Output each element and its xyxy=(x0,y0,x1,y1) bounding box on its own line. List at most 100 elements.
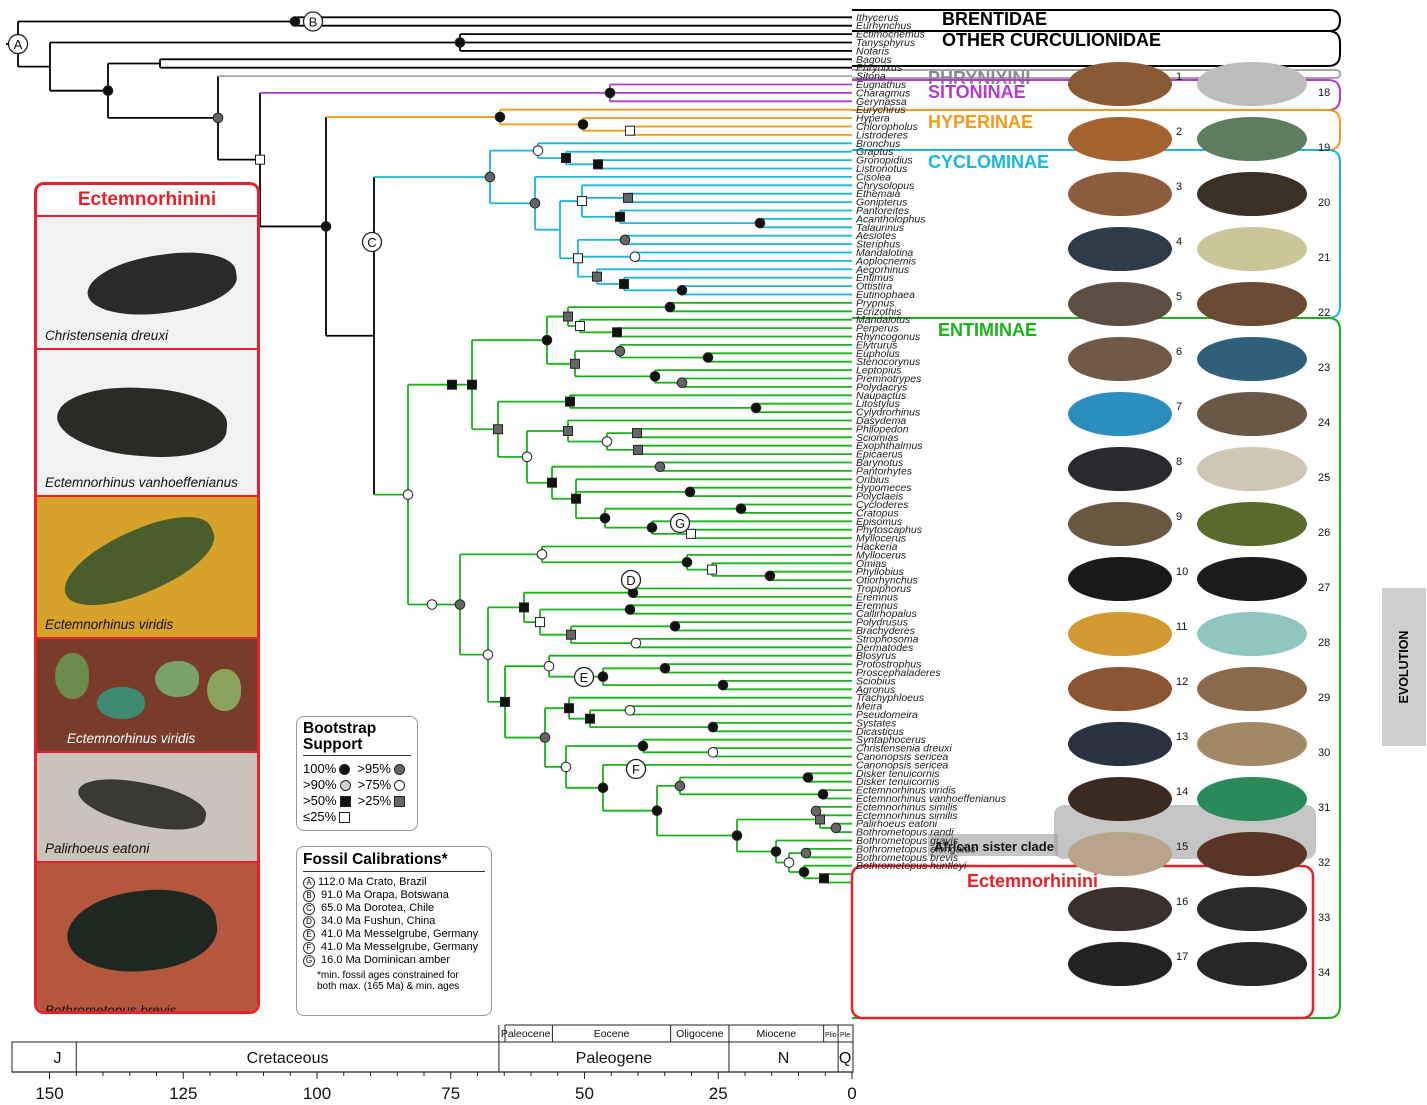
beetle-photo xyxy=(1068,62,1172,106)
calibration-node-label: D xyxy=(626,573,635,588)
time-tick-label: 125 xyxy=(169,1084,197,1103)
beetle-photo xyxy=(1197,447,1307,491)
photo-number: 19 xyxy=(1318,142,1330,154)
epoch-label: Miocene xyxy=(756,1028,796,1040)
clade-label: BRENTIDAE xyxy=(942,9,1047,29)
photo-number: 17 xyxy=(1176,951,1188,963)
beetle-photo xyxy=(1068,887,1172,931)
legend-label: ≤25% xyxy=(303,809,336,825)
section-label: EVOLUTION xyxy=(1397,631,1411,704)
support-square xyxy=(586,714,595,723)
support-circle xyxy=(533,146,543,156)
photo-number: 14 xyxy=(1176,786,1188,798)
support-circle xyxy=(625,706,635,716)
beetle-photo xyxy=(1197,392,1307,436)
clade-bracket xyxy=(852,10,1340,31)
legend-label: >25% xyxy=(358,793,392,809)
period-label: Cretaceous xyxy=(247,1050,329,1067)
circle-symbol xyxy=(394,764,405,775)
support-square xyxy=(562,154,571,163)
support-circle xyxy=(403,490,413,500)
support-square xyxy=(620,280,629,289)
support-circle xyxy=(755,218,765,228)
support-circle xyxy=(708,748,718,758)
photo-caption: Christensenia dreuxi xyxy=(45,328,168,343)
support-square xyxy=(687,529,696,538)
support-circle xyxy=(540,733,550,743)
support-square xyxy=(501,697,510,706)
fossil-calibrations-legend: Fossil Calibrations* A112.0 Ma Crato, Br… xyxy=(296,846,492,1016)
beetle-photo xyxy=(1068,172,1172,216)
epoch-label: Paleocene xyxy=(501,1028,551,1040)
photo-number: 10 xyxy=(1176,566,1188,578)
clade-label: OTHER CURCULIONIDAE xyxy=(942,30,1161,50)
support-circle xyxy=(290,17,300,27)
fossil-text: 112.0 Ma Crato, Brazil xyxy=(318,876,427,888)
photo-number: 33 xyxy=(1318,912,1330,924)
photo-number: 20 xyxy=(1318,197,1330,209)
support-circle xyxy=(799,867,809,877)
clade-label: Ectemnorhinini xyxy=(967,871,1098,891)
photo-number: 1 xyxy=(1176,71,1182,83)
beetle-photo xyxy=(1197,227,1307,271)
support-square xyxy=(566,397,575,406)
period-label: Paleogene xyxy=(576,1050,653,1067)
legend-row: ≤25% xyxy=(303,809,411,825)
support-circle xyxy=(561,762,571,772)
photo-caption: Ectemnorhinus viridis xyxy=(45,617,173,632)
legend-row: >50%>25% xyxy=(303,793,411,809)
fossil-title: Fossil Calibrations* xyxy=(303,851,485,872)
photo-number: 16 xyxy=(1176,896,1188,908)
photo-number: 22 xyxy=(1318,307,1330,319)
time-tick-label: 100 xyxy=(303,1084,331,1103)
photo-number: 25 xyxy=(1318,472,1330,484)
photo-number: 32 xyxy=(1318,857,1330,869)
time-tick-label: 25 xyxy=(709,1084,728,1103)
beetle-image xyxy=(84,245,241,323)
beetle-photo xyxy=(1197,722,1307,766)
support-circle xyxy=(495,112,505,122)
support-circle xyxy=(801,848,811,858)
period-band xyxy=(12,1042,853,1072)
photo-number: 7 xyxy=(1176,401,1182,413)
support-square xyxy=(576,322,585,331)
beetle-photo xyxy=(1068,227,1172,271)
photo-number: 29 xyxy=(1318,692,1330,704)
fossil-text: 65.0 Ma Dorotea, Chile xyxy=(318,902,434,914)
fossil-text: 41.0 Ma Messelgrube, Germany xyxy=(318,928,478,940)
legend-label: >75% xyxy=(358,777,392,793)
support-circle xyxy=(631,638,641,648)
beetle-photo xyxy=(1068,557,1172,601)
photo-number: 34 xyxy=(1318,967,1330,979)
support-circle xyxy=(578,120,588,130)
photo-number: 28 xyxy=(1318,637,1330,649)
support-square xyxy=(634,445,643,454)
photo-caption: Ectemnorhinus viridis xyxy=(67,731,195,746)
support-square xyxy=(572,494,581,503)
beetle-photo xyxy=(1197,667,1307,711)
support-square xyxy=(571,359,580,368)
photo-number: 9 xyxy=(1176,511,1182,523)
beetle-image xyxy=(155,661,199,697)
circle-symbol xyxy=(394,780,405,791)
fossil-note: *min. fossil ages constrained forboth ma… xyxy=(303,970,485,992)
panel-title: Ectemnorhinini xyxy=(37,185,257,215)
support-circle xyxy=(485,172,495,182)
legend-label: >90% xyxy=(303,777,337,793)
support-circle xyxy=(602,437,612,447)
beetle-image xyxy=(55,382,229,462)
support-circle xyxy=(660,664,670,674)
node-badge: G xyxy=(303,955,315,967)
beetle-photo xyxy=(1068,722,1172,766)
support-circle xyxy=(522,452,532,462)
fossil-rows: A112.0 Ma Crato, BrazilB 91.0 Ma Orapa, … xyxy=(303,876,485,967)
photo-caption: Palirhoeus eatoni xyxy=(45,841,149,856)
clade-label: ENTIMINAE xyxy=(938,320,1037,340)
support-circle xyxy=(615,346,625,356)
support-square xyxy=(256,155,265,164)
beetle-photo xyxy=(1068,612,1172,656)
calibration-node-label: C xyxy=(367,235,376,250)
calibration-node-label: G xyxy=(675,516,685,531)
